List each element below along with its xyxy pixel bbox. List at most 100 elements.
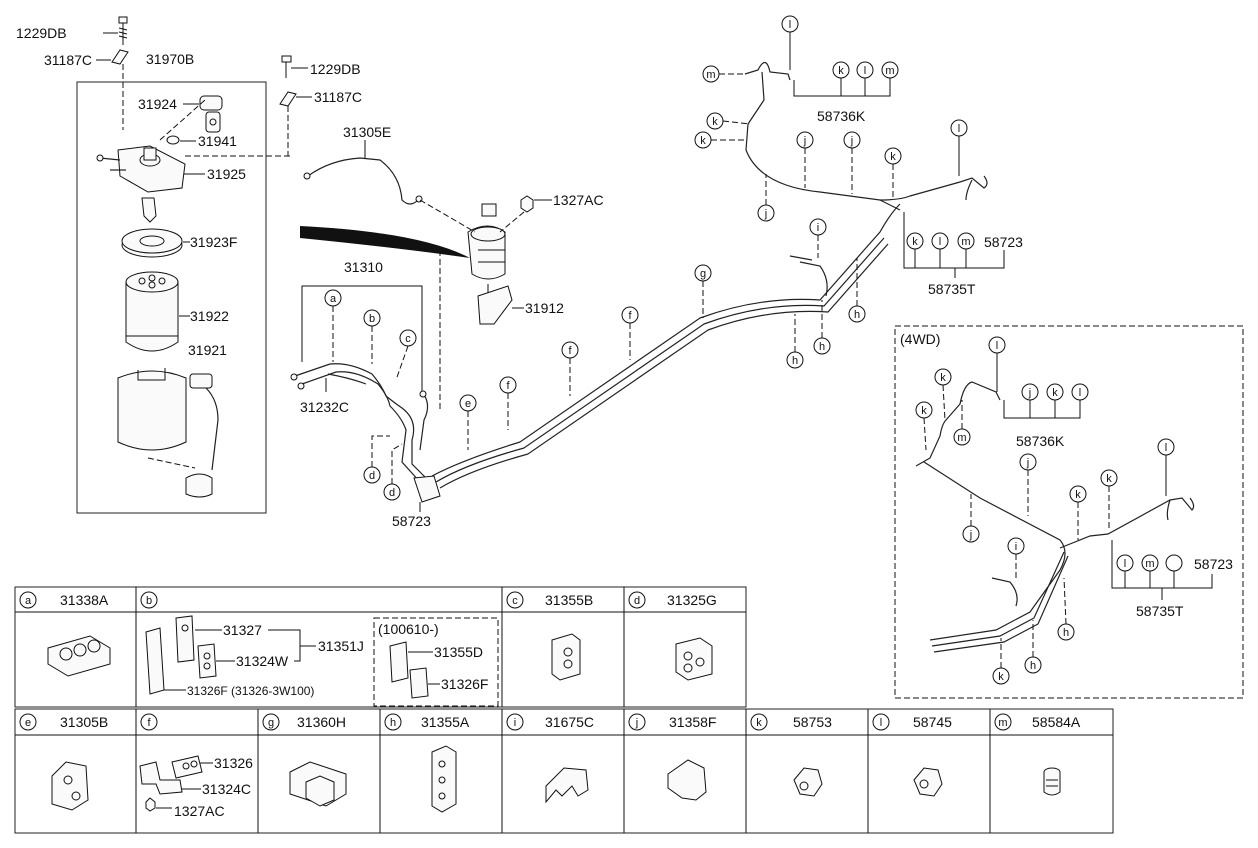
callout-4wd-k-d: k [1106,473,1112,485]
grommet-k-icon [793,767,823,797]
callout-h-c: h [792,355,798,367]
cell-h-code: 31355A [421,714,470,730]
assembly-frame [76,81,267,514]
callout-4wd-l-c: m [1145,558,1154,570]
label-58723-2wd: 58723 [984,234,1023,250]
cell-f-31326: 31326 [214,755,253,771]
clip-j-icon [667,759,707,801]
callout-j-c: j [764,208,767,220]
cell-g-letter: g [268,717,274,729]
cell-k-letter: k [756,717,762,729]
label-31941: 31941 [198,133,237,149]
callout-m-left: m [706,69,715,81]
cell-b-letter: b [146,595,152,607]
callout-l-c: l [939,236,941,248]
cell-d-code: 31325G [667,592,717,608]
callout-4wd-k-c: k [1052,387,1058,399]
cell-c-letter: c [512,595,518,607]
water-sensor-icon [185,373,219,498]
clip-icon [389,641,409,683]
cell-m-code: 58584A [1032,714,1081,730]
callout-4wd-l-top: l [996,340,998,352]
label-58723-4wd: 58723 [1194,556,1233,572]
cell-j-letter: j [635,717,638,729]
cell-f-31324c: 31324C [202,781,251,797]
callout-m-a: m [885,65,894,77]
callout-k-c: k [700,135,706,147]
callout-h-a: h [854,309,860,321]
callout-f2: f [568,345,572,357]
parts-table-row2: e 31305B f 31326 31324C 1327AC g 31360H … [14,708,1114,834]
filter-ring-icon [121,228,183,258]
cell-b-date: (100610-) [378,621,439,637]
filter-housing-icon [117,368,187,451]
center-lines: 31305E 1327AC 31912 31310 [290,124,901,529]
plug-m-icon [1043,767,1061,796]
label-31187c-2: 31187C [314,89,362,105]
label-1229db-2: 1229DB [310,61,361,77]
callout-k-b: k [712,116,718,128]
label-58736k-4wd: 58736K [1016,433,1065,449]
cell-m-letter: m [998,717,1007,729]
callout-4wd-i: i [1015,541,1017,553]
callout-a: a [330,293,337,305]
fuel-filter-icon [125,271,179,352]
callout-4wd-h-b: h [1030,660,1036,672]
callout-h-b: h [819,341,825,353]
callout-4wd-j-b: j [1026,457,1029,469]
cell-l-letter: l [880,717,882,729]
variant-box [373,617,499,707]
cell-f-1327ac: 1327AC [174,803,225,819]
clamp-e-icon [51,761,89,811]
connector-icon [413,475,441,503]
clip-icon [111,49,129,65]
cell-c-code: 31355B [545,592,593,608]
callout-l-a: l [864,65,866,77]
clamp-g-icon [289,761,347,807]
cell-k-code: 58753 [793,714,832,730]
clamp-a-icon [47,635,111,677]
callout-4wd-h-a: h [1063,627,1069,639]
inset-frame [894,325,1244,699]
callout-group: a b c d d e f f f g [324,264,712,501]
callout-4wd-k-e: k [1075,489,1081,501]
cell-a-code: 31338A [60,592,109,608]
callout-l-top: l [789,19,791,31]
callout-b: b [369,313,375,325]
bolt-icon [118,16,128,45]
callout-k-a: k [838,65,844,77]
cell-b-31326f: 31326F (31326-3W100) [187,684,314,698]
cell-i-letter: i [514,717,516,729]
cell-b-31355d: 31355D [434,644,483,660]
cell-h-letter: h [390,717,396,729]
clamp-f-icon [139,755,203,812]
callout-k-d: k [890,151,896,163]
callout-4wd-k-b: k [921,405,927,417]
callout-4wd-k-f: l [1124,558,1126,570]
callout-d: d [369,470,375,482]
label-31921: 31921 [188,342,227,358]
parts-table-row1: a 31338A b 31327 31324W 31351J 31326F (3… [14,586,747,708]
label-1327ac: 1327AC [553,192,604,208]
nipple-icon [141,197,157,223]
filter-head-icon [96,145,186,193]
clamp-h-icon [431,745,457,813]
filter-assembly: 1229DB 31187C 31970B 31924 31941 31 [16,16,290,514]
callout-k-e: k [912,236,918,248]
clip-i-icon [545,767,589,804]
callout-j-b: j [850,135,853,147]
callout-f3: f [628,310,632,322]
bracket-icon [477,285,513,325]
label-1229db: 1229DB [16,25,67,41]
callout-m-b: m [961,236,970,248]
label-31187c: 31187C [44,52,92,68]
clip-b-icons [145,615,217,695]
callout-4wd-l-a: l [1079,387,1081,399]
cell-d-letter: d [634,595,640,607]
clip-icon [409,667,429,699]
callout-4wd-h-c: k [998,671,1004,683]
fuel-pump-icon [467,203,506,300]
label-58723-center: 58723 [392,513,431,529]
callout-d2: d [389,487,395,499]
